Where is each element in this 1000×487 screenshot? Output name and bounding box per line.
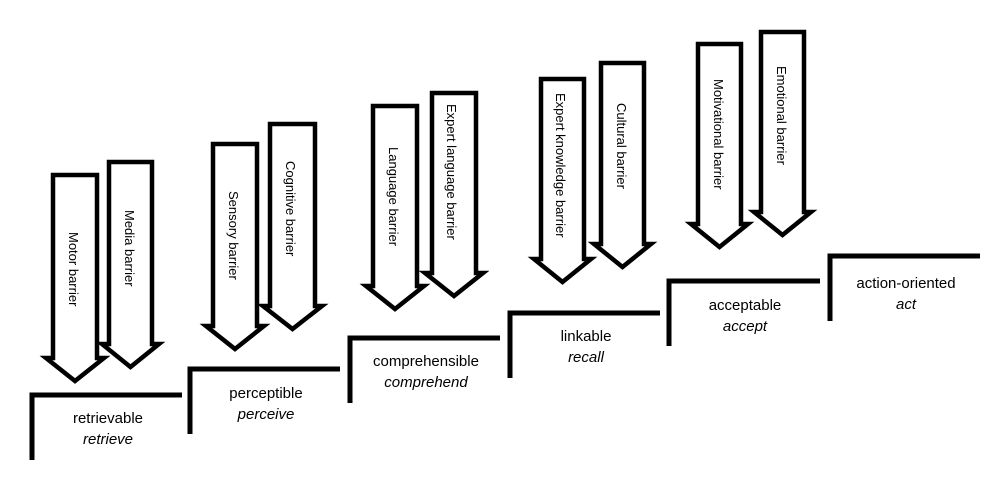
step-quality: comprehensible <box>373 353 479 370</box>
barrier-media: Media barrier <box>122 210 137 287</box>
barrier-language: Language barrier <box>386 147 401 247</box>
down-arrow-motor-barrier <box>39 172 111 384</box>
step-quality: action-oriented <box>856 275 956 292</box>
down-arrow-media-barrier <box>95 159 166 370</box>
step-quality: perceptible <box>229 385 303 402</box>
step-verb: comprehend <box>384 374 468 391</box>
down-arrow-cognitive-barrier <box>256 121 329 332</box>
barrier-cognitive: Cognitive barrier <box>283 161 298 257</box>
down-arrow-cultural-barrier <box>587 60 658 270</box>
arrows-layer <box>39 29 818 384</box>
step-quality: linkable <box>560 328 612 345</box>
step-label-linkable: linkable recall <box>511 326 661 368</box>
down-arrow-language-barrier <box>359 103 431 312</box>
barrier-sensory: Sensory barrier <box>226 191 241 280</box>
step-quality: retrievable <box>72 410 144 427</box>
step-label-retrievable: retrievable retrieve <box>33 408 183 450</box>
down-arrow-expert-knowledge-barrier <box>527 76 598 285</box>
step-label-perceptible: perceptible perceive <box>191 383 341 425</box>
barrier-emotional: Emotional barrier <box>774 66 789 165</box>
down-arrow-emotional-barrier <box>747 29 818 238</box>
step-bracket-linkable <box>507 310 660 378</box>
barrier-motivational: Motivational barrier <box>711 79 726 190</box>
steps-layer <box>29 253 980 460</box>
down-arrow-expert-language-barrier <box>418 90 490 299</box>
barrier-cultural: Cultural barrier <box>614 103 629 189</box>
down-arrow-motivational-barrier <box>684 41 755 250</box>
step-verb: recall <box>568 349 604 366</box>
step-quality: acceptable <box>708 297 782 314</box>
barrier-motor: Motor barrier <box>66 232 81 307</box>
step-verb: perceive <box>237 406 295 423</box>
step-bracket-perceptible <box>187 366 340 434</box>
step-bracket-action-oriented <box>827 253 980 321</box>
step-verb: act <box>895 296 916 313</box>
step-verb: accept <box>722 318 768 335</box>
step-bracket-retrievable <box>29 392 182 460</box>
step-label-comprehensible: comprehensible comprehend <box>351 351 501 393</box>
step-label-action-oriented: action-oriented act <box>831 273 981 315</box>
down-arrow-sensory-barrier <box>199 141 271 352</box>
step-bracket-acceptable <box>666 278 820 346</box>
barrier-expert-language: Expert language barrier <box>444 104 459 240</box>
step-verb: retrieve <box>82 431 134 448</box>
step-label-acceptable: acceptable accept <box>670 295 820 337</box>
barrier-expert-knowledge: Expert knowledge barrier <box>553 93 568 238</box>
step-bracket-comprehensible <box>347 335 500 403</box>
